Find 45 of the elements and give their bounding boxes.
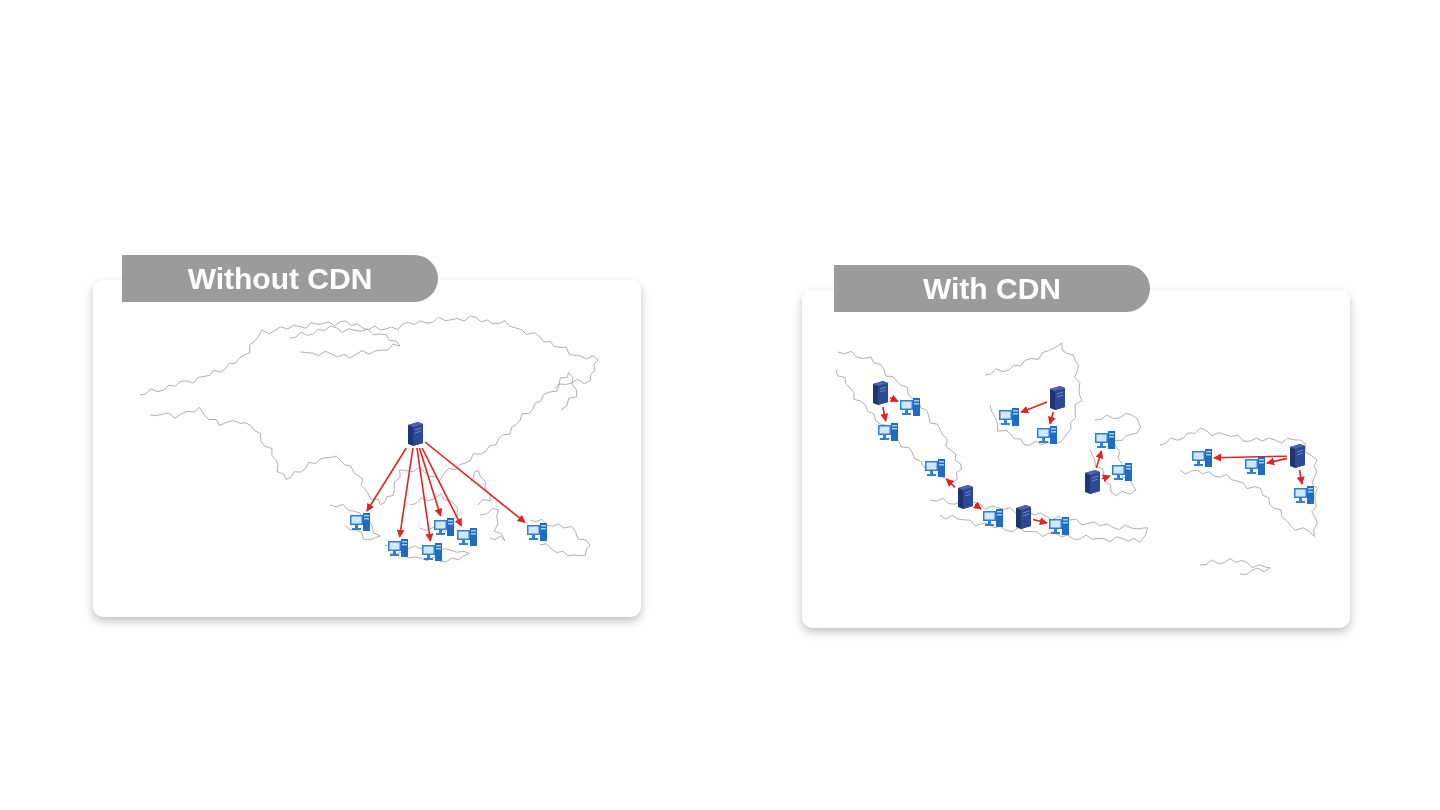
arrow: [1296, 469, 1305, 485]
arrow: [1048, 411, 1056, 425]
arrow: [396, 447, 414, 538]
arrow: [418, 447, 443, 517]
arrow: [945, 478, 956, 489]
computer-icon: [877, 422, 899, 442]
server-icon: [1014, 504, 1032, 530]
arrow: [889, 394, 899, 403]
arrow: [1020, 401, 1048, 414]
computer-icon: [982, 508, 1004, 528]
panel-title-tab: With CDN: [834, 265, 1150, 312]
server-icon: [1288, 443, 1306, 469]
server-icon: [871, 380, 889, 406]
arrow: [1101, 474, 1111, 483]
arrow: [424, 441, 526, 524]
arrow: [1213, 453, 1288, 462]
computer-icon: [1094, 430, 1116, 450]
computer-icon: [421, 542, 443, 562]
panel-title-tab: Without CDN: [122, 255, 438, 302]
computer-icon: [924, 458, 946, 478]
computer-icon: [1048, 516, 1070, 536]
arrow: [366, 447, 408, 512]
computer-icon: [349, 512, 371, 532]
computer-icon: [1036, 425, 1058, 445]
arrow: [972, 501, 982, 510]
server-icon: [1048, 385, 1066, 411]
computer-icon: [387, 538, 409, 558]
computer-icon: [1244, 456, 1266, 476]
computer-icon: [456, 527, 478, 547]
computer-icon: [1293, 485, 1315, 505]
server-icon: [406, 421, 424, 447]
arrow: [1266, 457, 1288, 466]
server-icon: [956, 484, 974, 510]
arrow: [880, 406, 889, 422]
computer-icon: [998, 407, 1020, 427]
arrow: [1095, 450, 1104, 469]
arrow: [421, 447, 463, 527]
computer-icon: [433, 517, 455, 537]
arrow: [1032, 517, 1048, 526]
computer-icon: [1111, 462, 1133, 482]
computer-icon: [899, 397, 921, 417]
computer-icon: [526, 522, 548, 542]
computer-icon: [1191, 448, 1213, 468]
server-icon: [1083, 469, 1101, 495]
arrow: [416, 447, 434, 542]
